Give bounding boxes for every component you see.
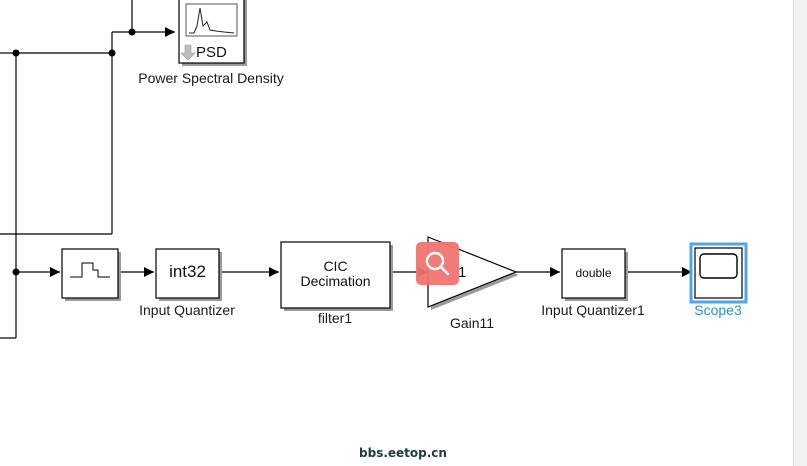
download-arrow-icon	[180, 44, 196, 61]
int32-text: int32	[169, 262, 206, 281]
double-text: double	[575, 266, 612, 280]
cic-decimation-block[interactable]	[280, 241, 393, 311]
step-icon	[70, 262, 110, 278]
zero-order-hold-block[interactable]	[61, 248, 121, 301]
search-button[interactable]	[416, 242, 459, 285]
magnifier-icon	[425, 251, 450, 276]
watermark: bbs.eetop.cn	[359, 446, 447, 460]
scope-screen-icon	[699, 253, 738, 279]
vertical-scrollbar[interactable]	[793, 0, 807, 466]
scope-block[interactable]	[689, 242, 748, 304]
psd-block[interactable]	[178, 0, 247, 66]
psd-label[interactable]: Power Spectral Density	[138, 70, 284, 86]
input-quantizer1-label[interactable]: Input Quantizer1	[541, 302, 645, 318]
cic-line2: Decimation	[300, 273, 371, 289]
gain-value: 1	[458, 264, 467, 281]
input-quantizer-label[interactable]: Input Quantizer	[139, 302, 235, 318]
input-quantizer-block[interactable]	[155, 248, 222, 301]
cic-label[interactable]: filter1	[317, 310, 353, 326]
cic-line1: CIC	[323, 258, 348, 274]
psd-icon-text: PSD	[196, 44, 227, 61]
scope-label[interactable]: Scope3	[694, 302, 742, 318]
psd-spectrum-icon	[189, 7, 235, 34]
gain-label[interactable]: Gain11	[449, 315, 495, 331]
branch-points	[12, 28, 136, 276]
input-quantizer1-block[interactable]	[561, 248, 628, 301]
